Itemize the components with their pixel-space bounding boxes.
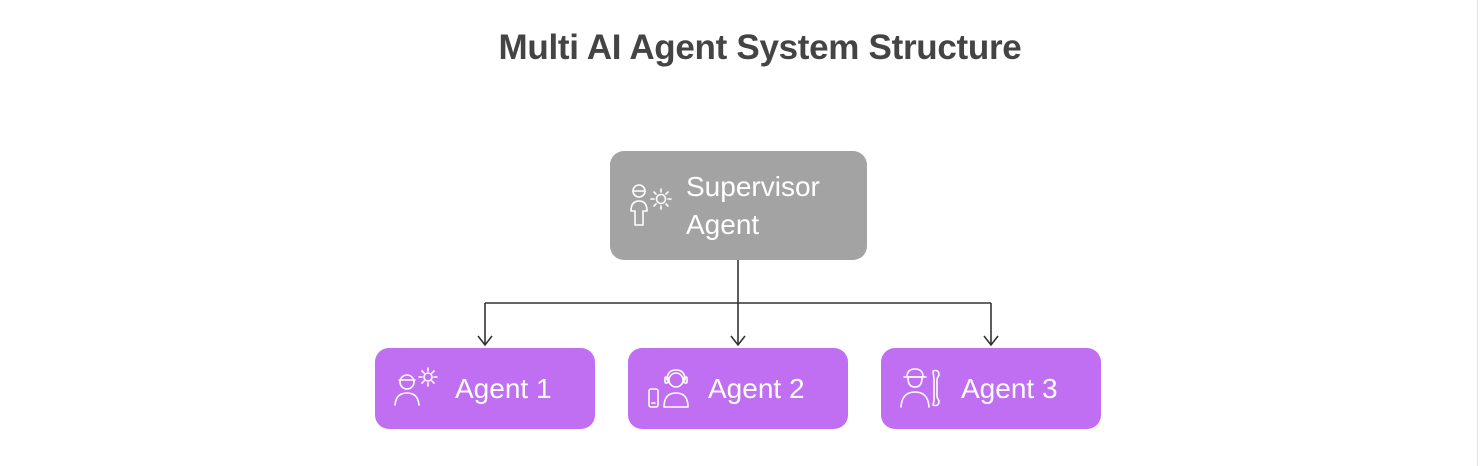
supervisor-agent-node: Supervisor Agent <box>610 151 867 260</box>
agent-1-label: Agent 1 <box>455 372 552 404</box>
agent-2-node: Agent 2 <box>628 348 848 429</box>
worker-wrench-icon <box>900 367 940 408</box>
diagram-title: Multi AI Agent System Structure <box>498 28 1022 67</box>
person-headset-phone-icon <box>648 368 689 408</box>
arrowhead-agent-2 <box>730 335 746 347</box>
supervisor-agent-label: Supervisor Agent <box>686 170 820 240</box>
agent-2-label: Agent 2 <box>708 372 805 404</box>
person-gear-icon <box>394 366 438 406</box>
agent-1-node: Agent 1 <box>375 348 595 429</box>
agent-3-node: Agent 3 <box>881 348 1101 429</box>
arrowhead-agent-1 <box>477 335 493 347</box>
arrowhead-agent-3 <box>983 335 999 347</box>
agent-3-label: Agent 3 <box>961 372 1058 404</box>
person-gear-icon <box>630 183 672 226</box>
page-edge-divider <box>1477 0 1478 466</box>
